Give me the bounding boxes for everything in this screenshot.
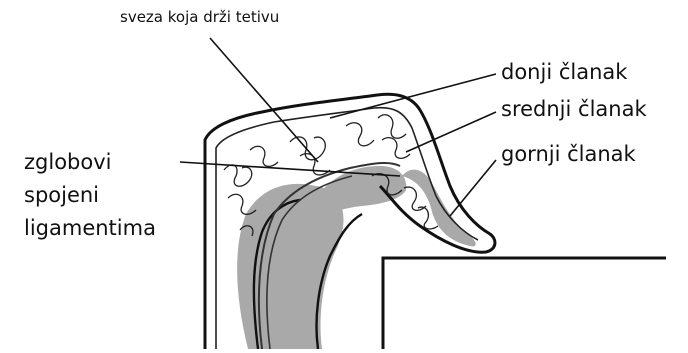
leader-distal bbox=[330, 74, 496, 118]
label-proximal-phalanx: gornji članak bbox=[501, 142, 636, 166]
label-distal-phalanx: donji članak bbox=[501, 60, 627, 84]
label-tendon-ligament: sveza koja drži tetivu bbox=[120, 8, 279, 26]
table-surface bbox=[383, 258, 666, 349]
label-joints-line-3: ligamentima bbox=[24, 212, 156, 245]
label-joints: zglobovi spojeni ligamentima bbox=[24, 146, 156, 245]
label-middle-phalanx: srednji članak bbox=[501, 97, 647, 121]
label-joints-line-1: zglobovi bbox=[24, 146, 156, 179]
leader-proximal bbox=[450, 160, 496, 216]
leader-tendon-ligament bbox=[210, 38, 318, 162]
leader-middle bbox=[406, 112, 496, 152]
label-joints-line-2: spojeni bbox=[24, 179, 156, 212]
